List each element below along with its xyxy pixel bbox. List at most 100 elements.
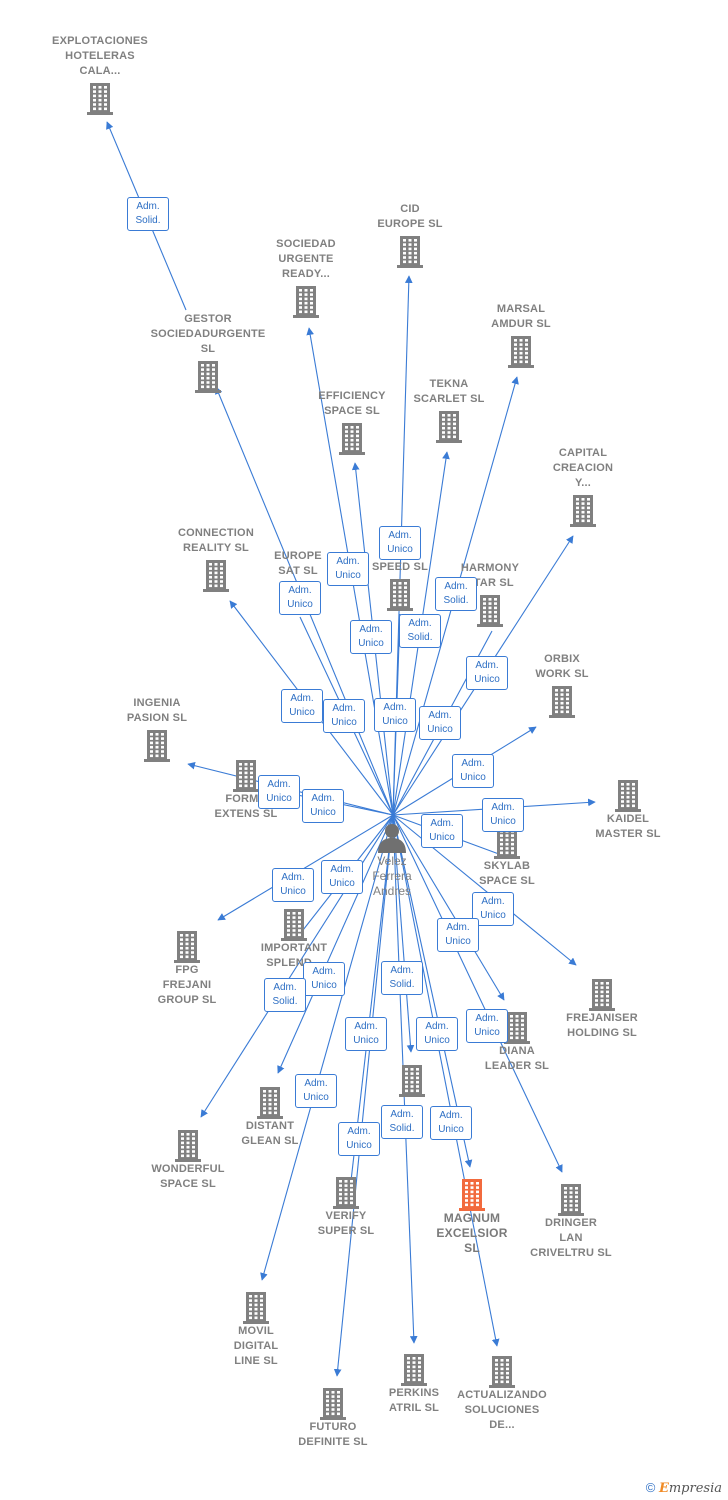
relation-edge — [392, 814, 415, 1053]
company-node[interactable]: PERKINS ATRIL SL — [354, 1350, 474, 1416]
company-node[interactable]: FPG FREJANI GROUP SL — [127, 927, 247, 1008]
building-icon — [397, 236, 423, 268]
company-node[interactable] — [352, 1061, 472, 1097]
company-node[interactable]: MAGNUM EXCELSIOR SL — [412, 1175, 532, 1256]
company-name: EUROPE SAT SL — [274, 550, 322, 577]
role-badge[interactable]: Adm. Unico — [279, 581, 321, 615]
role-badge[interactable]: Adm. Unico — [430, 1106, 472, 1140]
building-icon — [243, 1292, 269, 1324]
role-badge[interactable]: Adm. Unico — [374, 698, 416, 732]
building-icon — [508, 336, 534, 368]
company-node[interactable]: MARSAL AMDUR SL — [461, 302, 581, 368]
company-node[interactable]: EXPLOTACIONES HOTELERAS CALA... — [40, 34, 160, 115]
building-icon — [174, 931, 200, 963]
company-node[interactable]: INGENIA PASION SL — [97, 696, 217, 762]
person-icon — [378, 824, 406, 853]
building-icon — [144, 730, 170, 762]
building-icon — [459, 1179, 485, 1211]
role-badge[interactable]: Adm. Solid. — [381, 1105, 423, 1139]
company-node[interactable]: ACTUALIZANDO SOLUCIONES DE... — [442, 1352, 562, 1433]
role-badge[interactable]: Adm. Unico — [472, 892, 514, 926]
company-node[interactable]: CAPITAL CREACION Y... — [523, 446, 643, 527]
company-node[interactable]: WONDERFUL SPACE SL — [128, 1126, 248, 1192]
role-badge[interactable]: Adm. Unico — [452, 754, 494, 788]
relation-edge — [392, 814, 563, 1173]
role-badge[interactable]: Adm. Unico — [482, 798, 524, 832]
role-badge[interactable]: Adm. Unico — [466, 656, 508, 690]
company-name: DIANA LEADER SL — [484, 1045, 550, 1072]
role-badge[interactable]: Adm. Unico — [466, 1009, 508, 1043]
building-icon — [339, 423, 365, 455]
company-node[interactable]: CID EUROPE SL — [350, 202, 470, 268]
role-badge[interactable]: Adm. Unico — [321, 860, 363, 894]
company-node[interactable]: FREJANISER HOLDING SL — [542, 975, 662, 1041]
company-name: FUTURO DEFINITE SL — [298, 1421, 368, 1448]
company-name: WONDERFUL SPACE SL — [151, 1163, 225, 1190]
building-icon — [401, 1354, 427, 1386]
relation-edge — [217, 814, 394, 921]
company-name: FPG FREJANI GROUP SL — [157, 964, 217, 1006]
company-node[interactable]: IMPORTANT SPLEND... — [234, 905, 354, 971]
building-icon — [87, 83, 113, 115]
role-badge[interactable]: Adm. Solid. — [127, 197, 169, 231]
relation-edge — [260, 814, 394, 1281]
copyright-symbol: © — [645, 1480, 656, 1495]
company-node[interactable]: TEKNA SCARLET SL — [389, 377, 509, 443]
role-badge[interactable]: Adm. Unico — [350, 620, 392, 654]
role-badge[interactable]: Adm. Unico — [272, 868, 314, 902]
brand-logo[interactable]: Empresia — [659, 1481, 722, 1496]
company-node[interactable]: GESTOR SOCIEDADURGENTE SL — [148, 312, 268, 393]
company-name: EFFICIENCY SPACE SL — [318, 390, 386, 417]
company-node[interactable]: FORMU EXTENS SL — [186, 756, 306, 822]
company-name: CAPITAL CREACION Y... — [552, 447, 614, 489]
role-badge[interactable]: Adm. Unico — [323, 699, 365, 733]
relation-edge — [277, 814, 394, 1074]
company-name: SPEED SL — [371, 561, 428, 573]
company-name: SKYLAB SPACE SL — [479, 860, 535, 887]
company-node[interactable]: SPEED SL — [340, 560, 460, 611]
role-badge[interactable]: Adm. Unico — [338, 1122, 380, 1156]
role-badge[interactable]: Adm. Unico — [416, 1017, 458, 1051]
company-node[interactable]: CONNECTION REALITY SL — [156, 526, 276, 592]
building-icon — [195, 361, 221, 393]
role-badge[interactable]: Adm. Unico — [421, 814, 463, 848]
role-badge[interactable]: Adm. Solid. — [399, 614, 441, 648]
company-node[interactable]: DISTANT GLEAN SL — [210, 1083, 330, 1149]
company-node[interactable]: SOCIEDAD URGENTE READY... — [246, 237, 366, 318]
company-node[interactable]: FUTURO DEFINITE SL — [273, 1384, 393, 1450]
building-icon — [175, 1130, 201, 1162]
company-name: CID EUROPE SL — [377, 203, 443, 230]
role-badge[interactable]: Adm. Unico — [437, 918, 479, 952]
company-name: ACTUALIZANDO SOLUCIONES DE... — [457, 1389, 547, 1431]
role-badge[interactable]: Adm. Unico — [327, 552, 369, 586]
company-name: CONNECTION REALITY SL — [178, 527, 254, 554]
role-badge[interactable]: Adm. Unico — [379, 526, 421, 560]
company-node[interactable]: ORBIX WORK SL — [502, 652, 622, 718]
building-icon — [477, 595, 503, 627]
company-node[interactable]: VERIFY SUPER SL — [286, 1173, 406, 1239]
role-badge[interactable]: Adm. Solid. — [381, 961, 423, 995]
building-icon — [203, 560, 229, 592]
company-node[interactable]: SKYLAB SPACE SL — [447, 823, 567, 889]
role-badge[interactable]: Adm. Solid. — [264, 978, 306, 1012]
role-badge[interactable]: Adm. Unico — [303, 962, 345, 996]
company-node[interactable]: DIANA LEADER SL — [457, 1008, 577, 1074]
role-badge[interactable]: Adm. Unico — [281, 689, 323, 723]
company-name: DRINGER LAN CRIVELTRU SL — [530, 1217, 612, 1259]
role-badge[interactable]: Adm. Unico — [345, 1017, 387, 1051]
person-node[interactable]: Velez Ferrera Andres — [347, 820, 437, 899]
company-name: GESTOR SOCIEDADURGENTE SL — [150, 313, 266, 355]
footer: © Empresia — [646, 1480, 722, 1496]
role-badge[interactable]: Adm. Unico — [302, 789, 344, 823]
company-name: MOVIL DIGITAL LINE SL — [233, 1325, 279, 1367]
role-badge[interactable]: Adm. Solid. — [435, 577, 477, 611]
company-name: DISTANT GLEAN SL — [241, 1120, 299, 1147]
role-badge[interactable]: Adm. Unico — [295, 1074, 337, 1108]
role-badge[interactable]: Adm. Unico — [419, 706, 461, 740]
company-node[interactable]: KAIDEL MASTER SL — [568, 776, 688, 842]
company-node[interactable]: DRINGER LAN CRIVELTRU SL — [511, 1180, 631, 1261]
role-badge[interactable]: Adm. Unico — [258, 775, 300, 809]
building-icon — [257, 1087, 283, 1119]
company-node[interactable]: MOVIL DIGITAL LINE SL — [196, 1288, 316, 1369]
company-node[interactable]: EFFICIENCY SPACE SL — [292, 389, 412, 455]
